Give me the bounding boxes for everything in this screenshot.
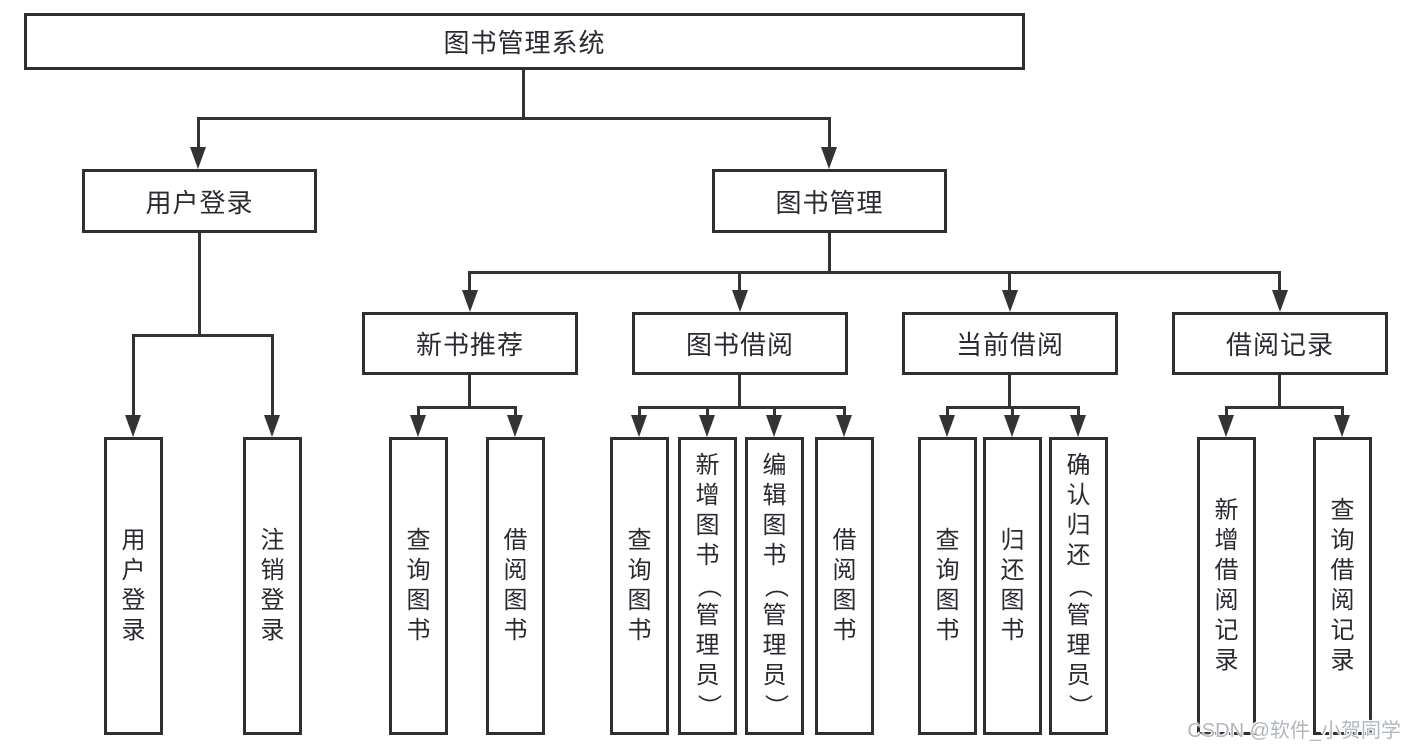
leaf-logout: 注销登录 bbox=[243, 437, 302, 735]
connector-line bbox=[738, 271, 741, 295]
watermark: CSDN @软件_小贺同学 bbox=[1187, 720, 1401, 742]
arrow-down-icon bbox=[1004, 415, 1020, 437]
connector-line bbox=[1008, 271, 1011, 295]
connector-line bbox=[1077, 406, 1080, 418]
arrow-down-icon bbox=[732, 290, 748, 312]
leaf-label: 借阅图书 bbox=[503, 527, 528, 644]
connector-line bbox=[132, 334, 274, 337]
leaf-label: 借阅图书 bbox=[832, 527, 857, 644]
connector-line bbox=[468, 271, 1281, 274]
leaf-label: 归还图书 bbox=[1000, 527, 1025, 644]
arrow-down-icon bbox=[462, 290, 478, 312]
leaf-label: 查询图书 bbox=[935, 527, 960, 644]
leaf-label: 查询借阅记录 bbox=[1330, 497, 1355, 674]
arrow-down-icon bbox=[507, 415, 523, 437]
connector-line bbox=[522, 70, 525, 118]
leaf-edit-book-admin: 编辑图书（管理员） bbox=[745, 437, 804, 735]
connector-line bbox=[773, 406, 776, 418]
node-current-borrow: 当前借阅 bbox=[902, 312, 1118, 375]
arrow-down-icon bbox=[766, 415, 782, 437]
connector-line bbox=[638, 406, 846, 409]
connector-line bbox=[468, 271, 471, 295]
connector-line bbox=[197, 117, 831, 120]
arrow-down-icon bbox=[699, 415, 715, 437]
leaf-query-books-borrow: 查询图书 bbox=[610, 437, 669, 735]
connector-line bbox=[1341, 406, 1344, 418]
connector-line bbox=[1278, 271, 1281, 295]
leaf-label: 注销登录 bbox=[260, 527, 285, 644]
node-library-system: 图书管理系统 bbox=[24, 13, 1025, 70]
connector-line bbox=[843, 406, 846, 418]
connector-line bbox=[828, 233, 831, 274]
connector-line bbox=[1278, 375, 1281, 409]
arrow-down-icon bbox=[1070, 415, 1086, 437]
arrow-down-icon bbox=[1272, 290, 1288, 312]
connector-line bbox=[468, 375, 471, 409]
connector-line bbox=[638, 406, 641, 418]
leaf-borrow-books-recommend: 借阅图书 bbox=[486, 437, 545, 735]
node-book-borrow: 图书借阅 bbox=[632, 312, 848, 375]
arrow-down-icon bbox=[1218, 415, 1234, 437]
arrow-down-icon bbox=[836, 415, 852, 437]
leaf-confirm-return-admin: 确认归还（管理员） bbox=[1049, 437, 1108, 735]
connector-line bbox=[197, 117, 200, 149]
connector-line bbox=[198, 233, 201, 337]
connector-line bbox=[1225, 406, 1344, 409]
connector-line bbox=[946, 406, 949, 418]
connector-line bbox=[1225, 406, 1228, 418]
arrow-down-icon bbox=[1334, 415, 1350, 437]
leaf-label: 用户登录 bbox=[121, 527, 146, 644]
connector-line bbox=[132, 334, 135, 417]
node-user-login: 用户登录 bbox=[82, 169, 317, 233]
leaf-query-borrow-record: 查询借阅记录 bbox=[1313, 437, 1372, 735]
leaf-label: 确认归还（管理员） bbox=[1065, 452, 1093, 719]
connector-line bbox=[706, 406, 709, 418]
leaf-query-books-recommend: 查询图书 bbox=[389, 437, 448, 735]
leaf-label: 编辑图书（管理员） bbox=[761, 452, 789, 719]
arrow-down-icon bbox=[939, 415, 955, 437]
connector-line bbox=[514, 406, 517, 418]
arrow-down-icon bbox=[264, 415, 280, 437]
connector-line bbox=[828, 117, 831, 149]
connector-line bbox=[1011, 406, 1014, 418]
arrow-down-icon bbox=[125, 415, 141, 437]
leaf-label: 新增图书（管理员） bbox=[694, 452, 722, 719]
leaf-query-books-current: 查询图书 bbox=[918, 437, 977, 735]
arrow-down-icon bbox=[631, 415, 647, 437]
leaf-label: 新增借阅记录 bbox=[1214, 497, 1239, 674]
connector-line bbox=[417, 406, 420, 418]
connector-line bbox=[271, 334, 274, 417]
connector-line bbox=[417, 406, 517, 409]
leaf-label: 查询图书 bbox=[406, 527, 431, 644]
leaf-user-login: 用户登录 bbox=[104, 437, 163, 735]
connector-line bbox=[738, 375, 741, 409]
leaf-borrow-books: 借阅图书 bbox=[815, 437, 874, 735]
arrow-down-icon bbox=[410, 415, 426, 437]
arrow-down-icon bbox=[821, 147, 837, 169]
leaf-add-borrow-record: 新增借阅记录 bbox=[1197, 437, 1256, 735]
leaf-label: 查询图书 bbox=[627, 527, 652, 644]
node-book-management: 图书管理 bbox=[712, 169, 947, 233]
arrow-down-icon bbox=[1002, 290, 1018, 312]
leaf-add-book-admin: 新增图书（管理员） bbox=[678, 437, 737, 735]
arrow-down-icon bbox=[190, 147, 206, 169]
node-new-book-recommend: 新书推荐 bbox=[362, 312, 578, 375]
node-borrow-records: 借阅记录 bbox=[1172, 312, 1388, 375]
connector-line bbox=[1008, 375, 1011, 409]
leaf-return-books: 归还图书 bbox=[983, 437, 1042, 735]
